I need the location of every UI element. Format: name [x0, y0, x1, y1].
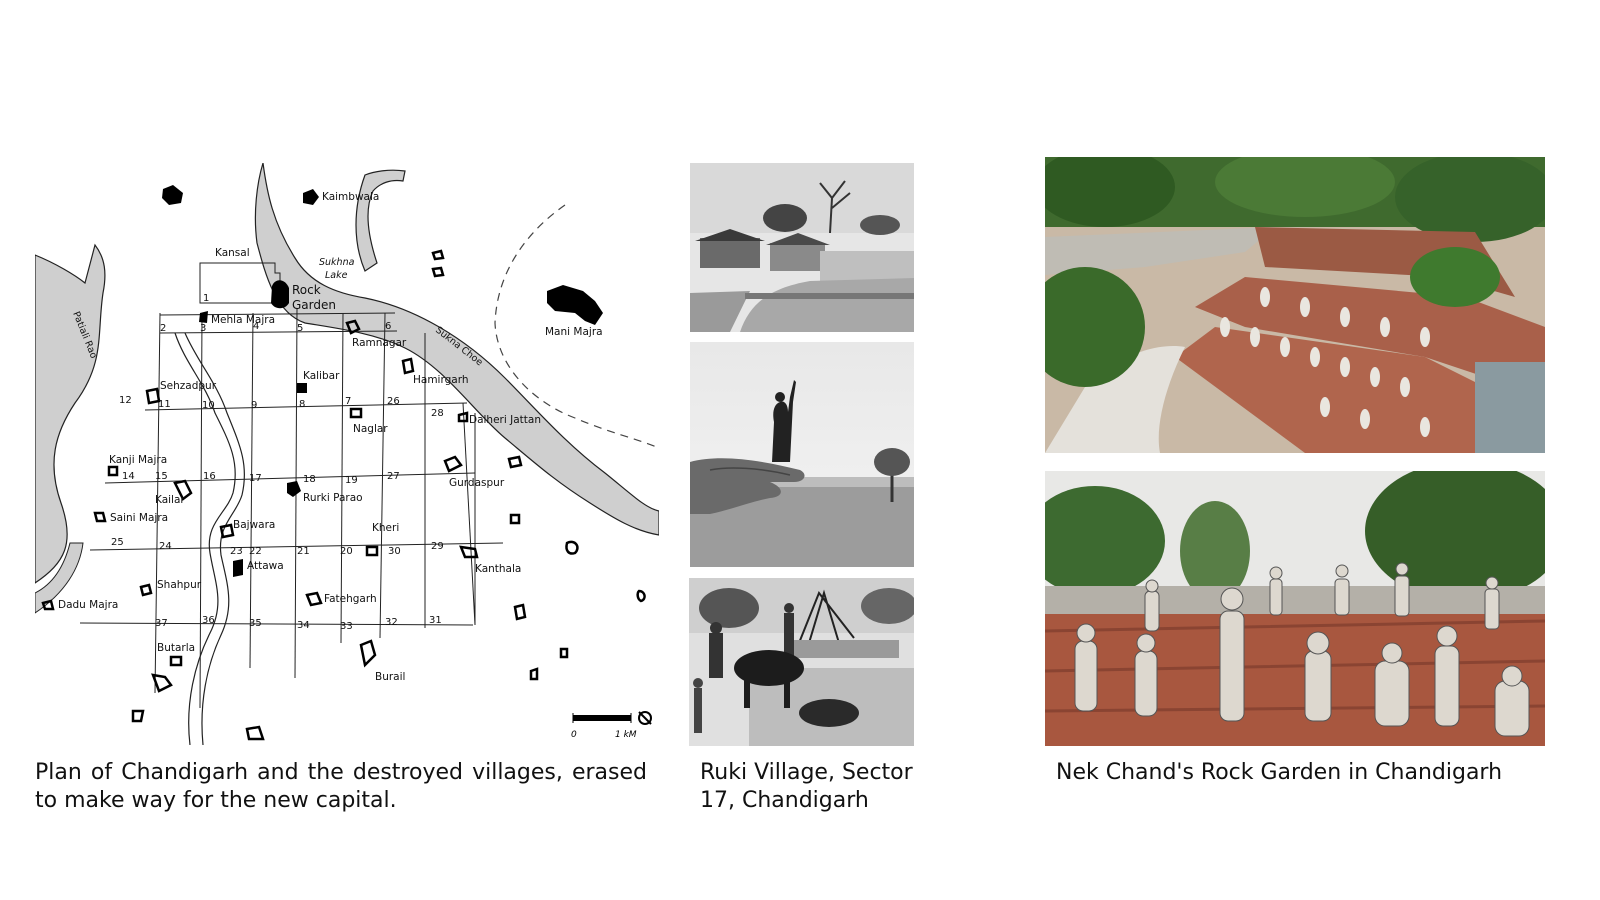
river-branch — [355, 169, 406, 272]
river-patiali-rao — [35, 243, 106, 584]
villages-destroyed — [162, 185, 603, 577]
sector-numbers: 1 2 3 4 5 6 7 8 9 10 11 12 14 15 16 17 1… — [111, 293, 444, 632]
dashed-boundary — [494, 204, 659, 449]
sector-34: 34 — [297, 620, 310, 631]
hand-statue-photo — [690, 342, 914, 567]
rock-garden-caption: Nek Chand's Rock Garden in Chandigarh — [1056, 760, 1503, 785]
label-kanji-majra: Kanji Majra — [109, 454, 167, 466]
sector-23: 23 — [230, 546, 243, 557]
sector-37: 37 — [155, 618, 168, 629]
ruki-village-photo — [690, 163, 914, 332]
label-sehzadpur: Sehzadpur — [160, 380, 217, 392]
label-dalheri-jattan: Dalheri Jattan — [469, 414, 541, 426]
sector-32: 32 — [385, 617, 398, 628]
sector-33: 33 — [340, 621, 353, 632]
label-kansal: Kansal — [215, 247, 250, 259]
label-burail: Burail — [375, 671, 405, 683]
label-rock-garden-1: Rock — [292, 283, 321, 297]
sector-22: 22 — [249, 546, 262, 557]
label-attawa: Attawa — [247, 560, 284, 572]
sector-21: 21 — [297, 546, 310, 557]
sector-6: 6 — [385, 321, 391, 332]
sector-19: 19 — [345, 475, 358, 486]
label-sukhna-lake-2: Lake — [325, 270, 348, 281]
rock-garden-terraces-photo — [1045, 157, 1545, 453]
sector-1: 1 — [203, 293, 209, 304]
sector-4: 4 — [253, 321, 259, 332]
label-shahpur: Shahpur — [157, 579, 202, 591]
label-hamirgarh: Hamirgarh — [413, 374, 469, 386]
stream-central-2 — [184, 332, 245, 745]
chandigarh-plan-map: 0 1 kM Kaimbwala Kansal Sukhna Lake Rock… — [35, 163, 659, 745]
sector-15: 15 — [155, 471, 168, 482]
sector-7: 7 — [345, 396, 351, 407]
sector-25: 25 — [111, 537, 124, 548]
label-mehla-majra: Mehla Majra — [211, 314, 275, 326]
label-kanthala: Kanthala — [475, 563, 521, 575]
label-mani-majra: Mani Majra — [545, 326, 603, 338]
sector-31: 31 — [429, 615, 442, 626]
kansal-boundary — [199, 262, 281, 304]
sector-2: 2 — [160, 323, 166, 334]
label-gurdaspur: Gurdaspur — [449, 477, 505, 489]
rock-garden-figures-photo — [1045, 471, 1545, 746]
label-kheri: Kheri — [372, 522, 399, 534]
sector-30: 30 — [388, 546, 401, 557]
label-kailar: Kailar — [155, 494, 185, 506]
label-naglar: Naglar — [353, 423, 388, 435]
sector-3: 3 — [200, 323, 206, 334]
label-sukhna-lake-1: Sukhna — [319, 257, 355, 268]
sector-26: 26 — [387, 396, 400, 407]
label-butarla: Butarla — [157, 642, 195, 654]
scale-one-km: 1 kM — [615, 730, 637, 740]
sector-8: 8 — [299, 399, 305, 410]
scale-zero: 0 — [571, 730, 577, 740]
label-kalibar: Kalibar — [303, 370, 340, 382]
sector-35: 35 — [249, 618, 262, 629]
sector-20: 20 — [340, 546, 353, 557]
sector-16: 16 — [203, 471, 216, 482]
label-rurki-parao: Rurki Parao — [303, 492, 363, 504]
sector-11: 11 — [158, 399, 171, 410]
map-svg: 0 1 kM Kaimbwala Kansal Sukhna Lake Rock… — [35, 163, 659, 745]
villages-outline — [41, 249, 646, 741]
sector-10: 10 — [202, 400, 215, 411]
village-well-photo — [689, 578, 914, 746]
map-caption: Plan of Chandigarh and the destroyed vil… — [35, 760, 647, 813]
sector-17: 17 — [249, 473, 262, 484]
river-sukhna-choe — [254, 163, 659, 536]
sector-18: 18 — [303, 474, 316, 485]
stream-central — [174, 332, 236, 745]
sector-14: 14 — [122, 471, 135, 482]
label-bajwara: Bajwara — [233, 519, 275, 531]
sector-29: 29 — [431, 541, 444, 552]
label-saini-majra: Saini Majra — [110, 512, 168, 524]
river-arm-south — [35, 542, 84, 614]
sector-28: 28 — [431, 408, 444, 419]
scale-bar: 0 1 kM — [571, 711, 652, 740]
label-fatehgarh: Fatehgarh — [324, 593, 377, 605]
label-ramnagar: Ramnagar — [352, 337, 407, 349]
sector-5: 5 — [297, 323, 303, 334]
sector-36: 36 — [202, 615, 215, 626]
sector-24: 24 — [159, 541, 172, 552]
sector-27: 27 — [387, 471, 400, 482]
sector-9: 9 — [251, 400, 257, 411]
label-rock-garden-2: Garden — [292, 298, 336, 312]
sector-grid — [79, 307, 504, 709]
label-kaimbwala: Kaimbwala — [322, 191, 379, 203]
ruki-village-caption: Ruki Village, Sector 17, Chandigarh — [700, 760, 913, 813]
label-dadu-majra: Dadu Majra — [58, 599, 118, 611]
sector-12: 12 — [119, 395, 132, 406]
